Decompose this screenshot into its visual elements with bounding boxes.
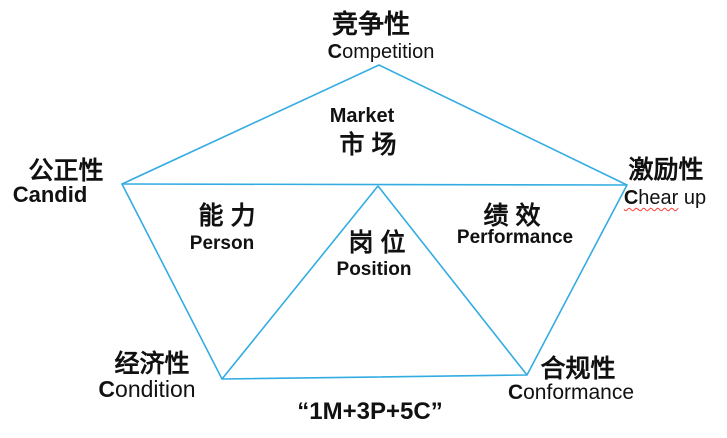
- competition-initial: C: [327, 41, 343, 63]
- person-label-en: Person: [189, 233, 255, 254]
- position-label-en: Position: [336, 259, 412, 280]
- cheer-up-label-en: Chear up: [624, 187, 706, 209]
- conformance-label-zh: 合规性: [540, 355, 616, 383]
- horizontal-divider-line: [121, 183, 628, 186]
- candid-label-en: Candid: [12, 182, 88, 207]
- position-label-zh: 岗 位: [348, 229, 406, 257]
- conformance-rest: onformance: [523, 381, 635, 404]
- formula-text: “1M+3P+5C”: [297, 398, 443, 425]
- condition-initial: C: [98, 376, 116, 402]
- condition-label-en: Condition: [98, 376, 196, 403]
- market-label-en: Market: [329, 105, 395, 127]
- competition-rest: ompetition: [342, 41, 435, 63]
- cheer-up-misspelled: hear: [638, 187, 679, 209]
- condition-rest: ondition: [115, 376, 196, 402]
- pentagon-outline: [120, 64, 629, 380]
- cheer-up-initial: C: [623, 187, 639, 209]
- performance-label-zh: 绩 效: [483, 202, 541, 230]
- conformance-initial: C: [507, 381, 524, 404]
- inner-triangle-left-line: [221, 185, 379, 380]
- inner-triangle-right-line: [377, 185, 528, 376]
- competition-label-en: Competition: [328, 41, 435, 63]
- cheer-up-label-zh: 激励性: [628, 156, 704, 184]
- cheer-up-tail: up: [678, 187, 707, 209]
- competition-label-zh: 竞争性: [331, 9, 411, 39]
- performance-label-en: Performance: [456, 227, 574, 248]
- condition-label-zh: 经济性: [114, 350, 190, 378]
- person-label-zh: 能 力: [198, 202, 256, 230]
- spellcheck-underline: Chear: [624, 187, 678, 209]
- conformance-label-en: Conformance: [508, 381, 634, 405]
- market-label-zh: 市 场: [339, 131, 397, 159]
- candid-label-zh: 公正性: [28, 157, 104, 185]
